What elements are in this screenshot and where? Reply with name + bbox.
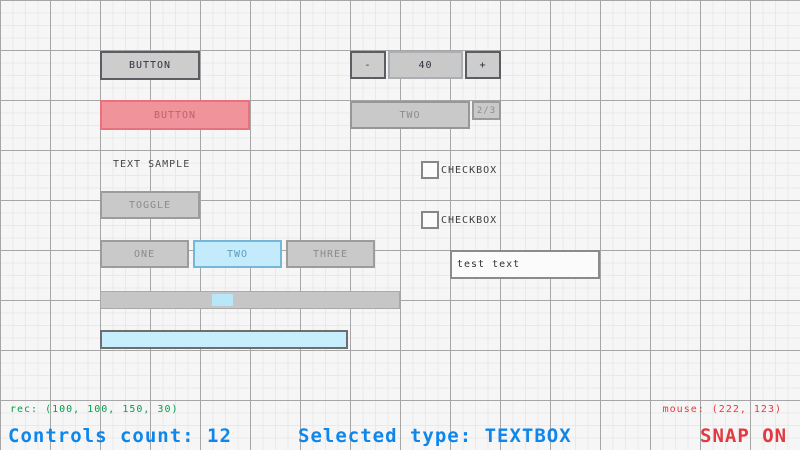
checkbox-2-box[interactable] xyxy=(421,211,439,229)
mouse-position-readout: mouse: (222, 123) xyxy=(662,404,782,415)
toggle-group-item-three[interactable]: THREE xyxy=(286,240,375,268)
combo-box-counter[interactable]: 2/3 xyxy=(472,101,501,120)
snap-mode-indicator: SNAP ON xyxy=(700,425,788,447)
progress-bar[interactable] xyxy=(100,330,348,349)
checkbox-1-box[interactable] xyxy=(421,161,439,179)
button-normal[interactable]: BUTTON xyxy=(100,51,200,80)
toggle-button[interactable]: TOGGLE xyxy=(100,191,200,219)
checkbox-1-label: CHECKBOX xyxy=(441,164,498,176)
combo-box-selected[interactable]: TWO xyxy=(350,101,470,129)
spinner-minus-button[interactable]: - xyxy=(350,51,386,79)
selected-type-readout: Selected type: TEXTBOX xyxy=(298,425,572,447)
spinner-plus-button[interactable]: + xyxy=(465,51,501,79)
toggle-group: ONE TWO THREE xyxy=(100,240,375,268)
text-input[interactable]: test text xyxy=(450,250,600,279)
selected-rect-readout: rec: (100, 100, 150, 30) xyxy=(10,404,179,415)
slider-handle[interactable] xyxy=(212,294,233,306)
controls-count-readout: Controls count: 12 xyxy=(8,425,232,447)
button-selected[interactable]: BUTTON xyxy=(100,100,250,130)
slider[interactable] xyxy=(100,291,400,309)
text-sample-label: TEXT SAMPLE xyxy=(113,158,191,170)
spinner-value[interactable]: 40 xyxy=(388,51,463,79)
toggle-group-item-two[interactable]: TWO xyxy=(193,240,282,268)
checkbox-2-label: CHECKBOX xyxy=(441,214,498,226)
toggle-group-item-one[interactable]: ONE xyxy=(100,240,189,268)
